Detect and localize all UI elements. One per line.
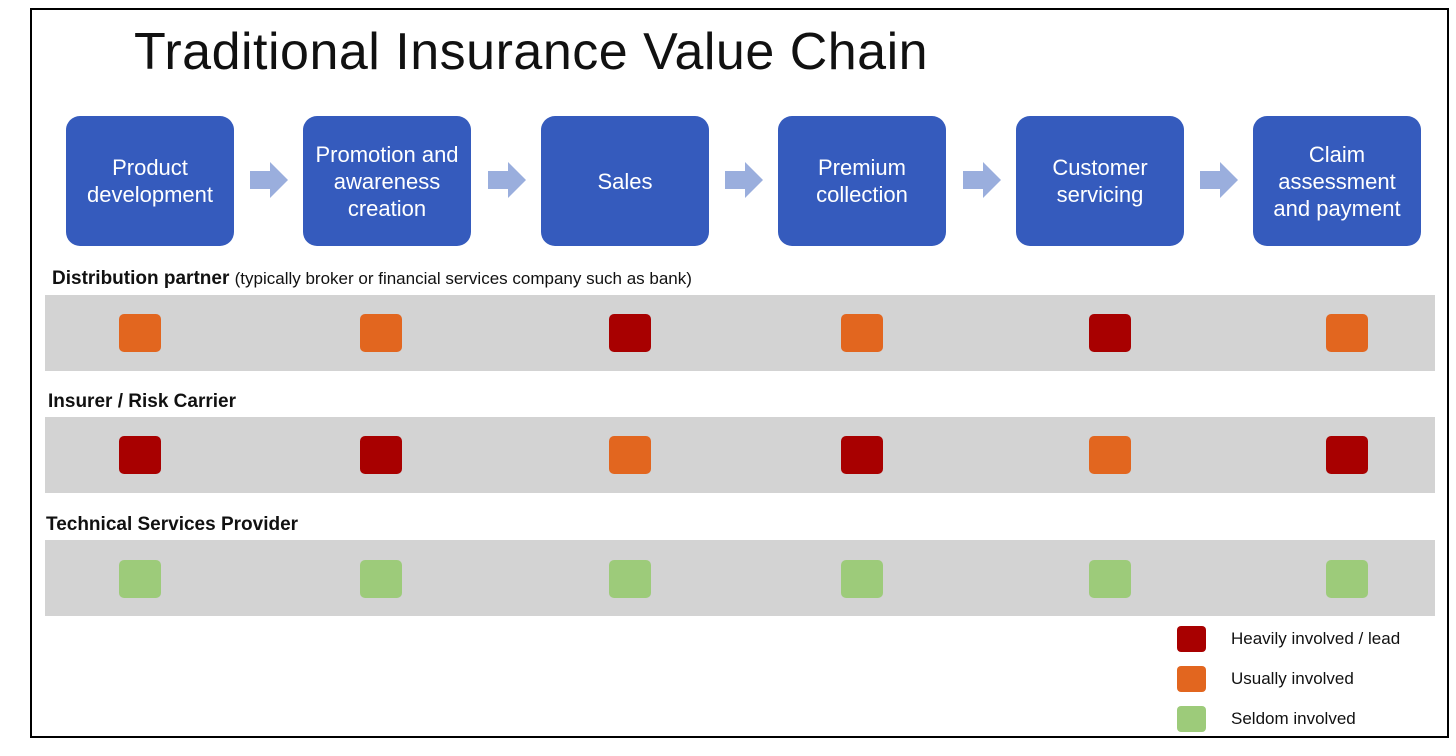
- stage-customer-servicing: Customer servicing: [1016, 116, 1184, 246]
- row-title-technical-services: Technical Services Provider: [46, 514, 298, 536]
- stage-product-development: Product development: [66, 116, 234, 246]
- row-band-distribution-partner: [45, 295, 1435, 371]
- involvement-cell-usually: [841, 314, 883, 352]
- row-title-text: Technical Services Provider: [46, 514, 299, 535]
- diagram-title: Traditional Insurance Value Chain: [134, 23, 929, 81]
- arrow-right-icon: [1200, 162, 1238, 198]
- arrow-right-icon: [725, 162, 763, 198]
- involvement-cell-usually: [119, 314, 161, 352]
- legend-label-heavily: Heavily involved / lead: [1231, 629, 1401, 648]
- involvement-cell-seldom: [360, 560, 402, 598]
- stage-claim-assessment: Claim assessment and payment: [1253, 116, 1421, 246]
- involvement-cell-heavily: [1089, 314, 1131, 352]
- involvement-cell-seldom: [841, 560, 883, 598]
- row-title-insurer: Insurer / Risk Carrier: [48, 391, 236, 413]
- involvement-cell-heavily: [360, 436, 402, 474]
- involvement-cell-heavily: [841, 436, 883, 474]
- involvement-cell-seldom: [609, 560, 651, 598]
- row-band-insurer: [45, 417, 1435, 493]
- involvement-cell-usually: [360, 314, 402, 352]
- arrow-right-icon: [963, 162, 1001, 198]
- legend-label-usually: Usually involved: [1231, 669, 1354, 688]
- stage-sales: Sales: [541, 116, 709, 246]
- row-title-text: Distribution partner: [52, 268, 230, 289]
- stage-premium-collection: Premium collection: [778, 116, 946, 246]
- arrow-right-icon: [250, 162, 288, 198]
- legend-swatch-usually: [1177, 666, 1206, 692]
- stage-promotion-awareness: Promotion and awareness creation: [303, 116, 471, 246]
- row-title-note: (typically broker or financial services …: [234, 269, 692, 288]
- row-band-technical-services: [45, 540, 1435, 616]
- involvement-cell-usually: [1089, 436, 1131, 474]
- involvement-cell-seldom: [1326, 560, 1368, 598]
- legend-swatch-heavily: [1177, 626, 1206, 652]
- involvement-cell-heavily: [119, 436, 161, 474]
- legend-label-seldom: Seldom involved: [1231, 709, 1356, 728]
- row-title-distribution-partner: Distribution partner (typically broker o…: [52, 268, 692, 290]
- involvement-cell-heavily: [609, 314, 651, 352]
- arrow-right-icon: [488, 162, 526, 198]
- involvement-cell-usually: [609, 436, 651, 474]
- legend-swatch-seldom: [1177, 706, 1206, 732]
- row-title-text: Insurer / Risk Carrier: [48, 391, 236, 412]
- involvement-cell-heavily: [1326, 436, 1368, 474]
- involvement-cell-seldom: [119, 560, 161, 598]
- involvement-cell-seldom: [1089, 560, 1131, 598]
- diagram-frame: [30, 8, 1449, 738]
- involvement-cell-usually: [1326, 314, 1368, 352]
